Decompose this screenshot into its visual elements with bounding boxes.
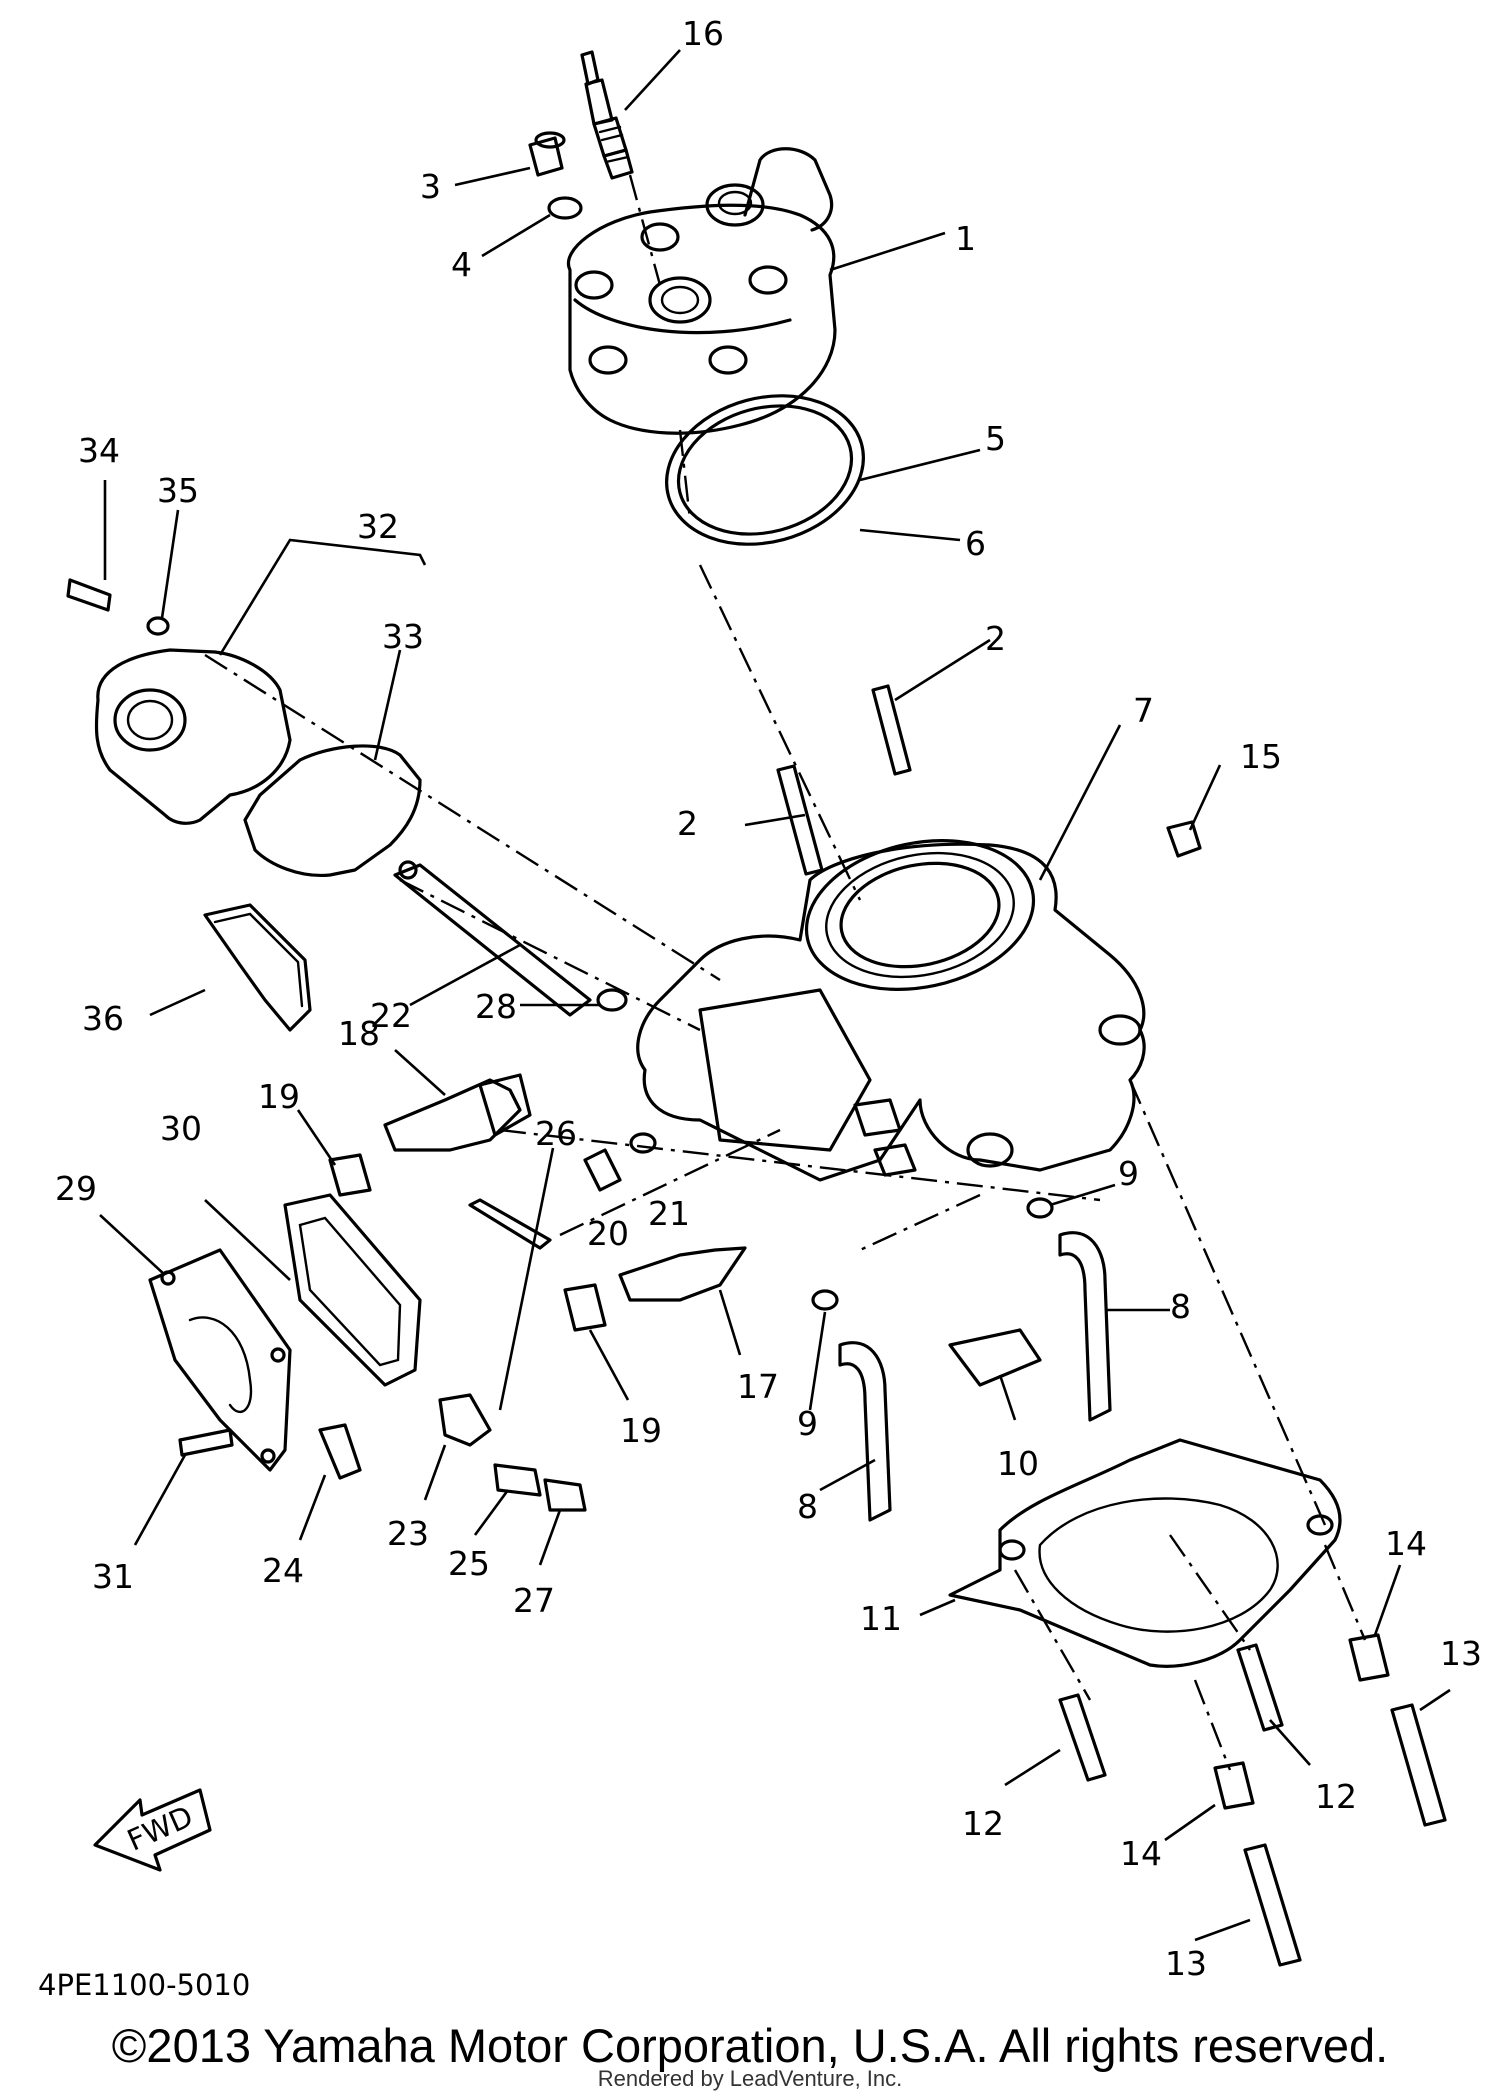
screw	[583, 1148, 622, 1192]
lever-spring	[493, 1463, 542, 1497]
shaft-bushing	[596, 988, 628, 1012]
callout-21: 21	[648, 1194, 690, 1233]
head-gaskets	[665, 394, 865, 546]
callout-10: 10	[997, 1444, 1039, 1483]
cover-screw	[178, 1428, 234, 1457]
callout-19-upper: 19	[258, 1077, 300, 1116]
base-nut-1	[1348, 1633, 1390, 1682]
copyright-notice: ©2013 Yamaha Motor Corporation, U.S.A. A…	[111, 2019, 1389, 2072]
callout-6: 6	[965, 524, 986, 563]
callout-27: 27	[513, 1581, 555, 1620]
callout-17: 17	[737, 1367, 779, 1406]
callout-30: 30	[160, 1109, 202, 1148]
rendered-by: Rendered by LeadVenture, Inc.	[597, 2066, 903, 2091]
callout-28: 28	[475, 987, 517, 1026]
callout-13-lower: 13	[1165, 1944, 1207, 1983]
fwd-arrow: FWD	[93, 1788, 212, 1872]
callout-34: 34	[78, 431, 120, 470]
hose-holder	[948, 1328, 1042, 1387]
callout-23: 23	[387, 1514, 429, 1553]
callout-12-right: 12	[1315, 1777, 1357, 1816]
callout-2-upper: 2	[985, 619, 1006, 658]
callout-29: 29	[55, 1169, 97, 1208]
callout-14-upper: 14	[1385, 1524, 1427, 1563]
valve-holder-lower	[563, 1283, 607, 1332]
callout-13-upper: 13	[1440, 1634, 1482, 1673]
power-valve-cover	[94, 648, 292, 825]
callout-12-left: 12	[962, 1804, 1004, 1843]
hose-upper	[1058, 1231, 1112, 1422]
hose-clamp-upper	[1026, 1197, 1054, 1219]
valve-cover-gasket	[283, 1193, 422, 1387]
lever-bolt	[318, 1423, 362, 1480]
callout-15: 15	[1240, 737, 1282, 776]
callout-36: 36	[82, 999, 124, 1038]
callout-22: 22	[370, 996, 412, 1035]
callout-labels: 16 3 4 1 34 35 32 33 5 6 2 2 7 15 22 36 …	[55, 14, 1482, 1983]
valve-shaft	[393, 860, 592, 1017]
callout-16: 16	[682, 14, 724, 53]
spark-plug	[580, 50, 634, 180]
cylinder-head	[566, 147, 837, 435]
callout-4: 4	[451, 245, 472, 284]
callout-14-lower: 14	[1120, 1834, 1162, 1873]
callout-19-lower: 19	[620, 1411, 662, 1450]
callout-7: 7	[1133, 691, 1154, 730]
base-stud-4	[1243, 1843, 1302, 1967]
callout-3: 3	[420, 167, 441, 206]
head-bolt	[528, 131, 566, 177]
base-nut-2	[1213, 1761, 1255, 1810]
valve-holder-upper	[328, 1153, 372, 1197]
hose-lower	[838, 1341, 892, 1522]
base-stud-3	[1390, 1703, 1447, 1827]
callout-11: 11	[860, 1599, 902, 1638]
callout-24: 24	[262, 1551, 304, 1590]
part-code: 4PE1100-5010	[38, 1968, 250, 2002]
callout-25: 25	[448, 1544, 490, 1583]
callout-1: 1	[955, 219, 976, 258]
exhaust-valve-lower	[618, 1246, 747, 1302]
exhaust-valve-upper	[383, 1073, 532, 1152]
callout-20: 20	[587, 1214, 629, 1253]
base-stud-2	[1236, 1643, 1284, 1732]
callout-9-lower: 9	[797, 1404, 818, 1443]
callout-26: 26	[535, 1114, 577, 1153]
callout-8-upper: 8	[1170, 1287, 1191, 1326]
valve-lever	[438, 1393, 492, 1447]
callout-8-lower: 8	[797, 1487, 818, 1526]
lever-plug	[543, 1478, 587, 1512]
callout-33: 33	[382, 617, 424, 656]
cover-bolt	[66, 578, 112, 612]
callout-18: 18	[338, 1014, 380, 1053]
callout-2-lower: 2	[677, 804, 698, 843]
valve-seal-gasket	[203, 903, 312, 1032]
cylinder-studs	[776, 684, 912, 876]
exhaust-valve-cover	[148, 1248, 292, 1472]
leader-lines	[99, 49, 1451, 1942]
head-washer	[547, 196, 583, 220]
callout-9-upper: 9	[1118, 1154, 1139, 1193]
valve-pin	[468, 1198, 552, 1250]
cylinder-nut	[1166, 820, 1202, 858]
screw-washer	[629, 1132, 657, 1154]
cylinder	[636, 839, 1146, 1182]
callout-35: 35	[157, 471, 199, 510]
cover-washer	[146, 616, 170, 636]
callout-5: 5	[985, 419, 1006, 458]
callout-31: 31	[92, 1557, 134, 1596]
base-stud-1	[1058, 1693, 1107, 1782]
assembly-lines	[204, 174, 1367, 1771]
cover-gasket	[243, 744, 422, 878]
callout-32: 32	[357, 507, 399, 546]
hose-clamp-lower	[811, 1289, 839, 1311]
